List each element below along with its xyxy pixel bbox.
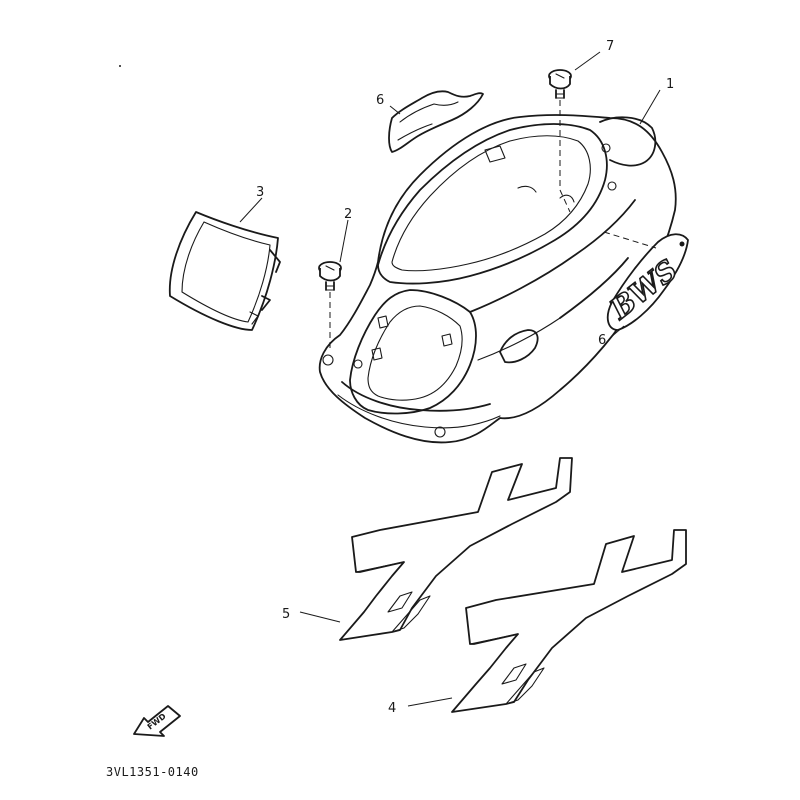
right-stripe-decal-part [451,529,687,713]
forward-arrow-icon: FWD [133,705,181,737]
callout-6-upper: 6 [376,93,384,108]
callout-5: 5 [282,607,290,622]
callout-1: 1 [666,77,674,92]
callout-6-emblem: 6 [598,333,606,348]
callout-7: 7 [606,39,614,54]
side-lid-part [168,211,281,331]
left-stripe-decal-part [339,457,573,641]
diagram-code: 3VL1351-0140 [106,765,199,779]
callout-2: 2 [344,207,352,222]
callout-4: 4 [388,701,396,716]
callout-3: 3 [256,185,264,200]
leader-lines [239,51,661,707]
screw-part [318,261,342,291]
body-cover-part [318,114,677,444]
fastener-part [548,69,572,99]
upper-decal-part [388,90,484,153]
